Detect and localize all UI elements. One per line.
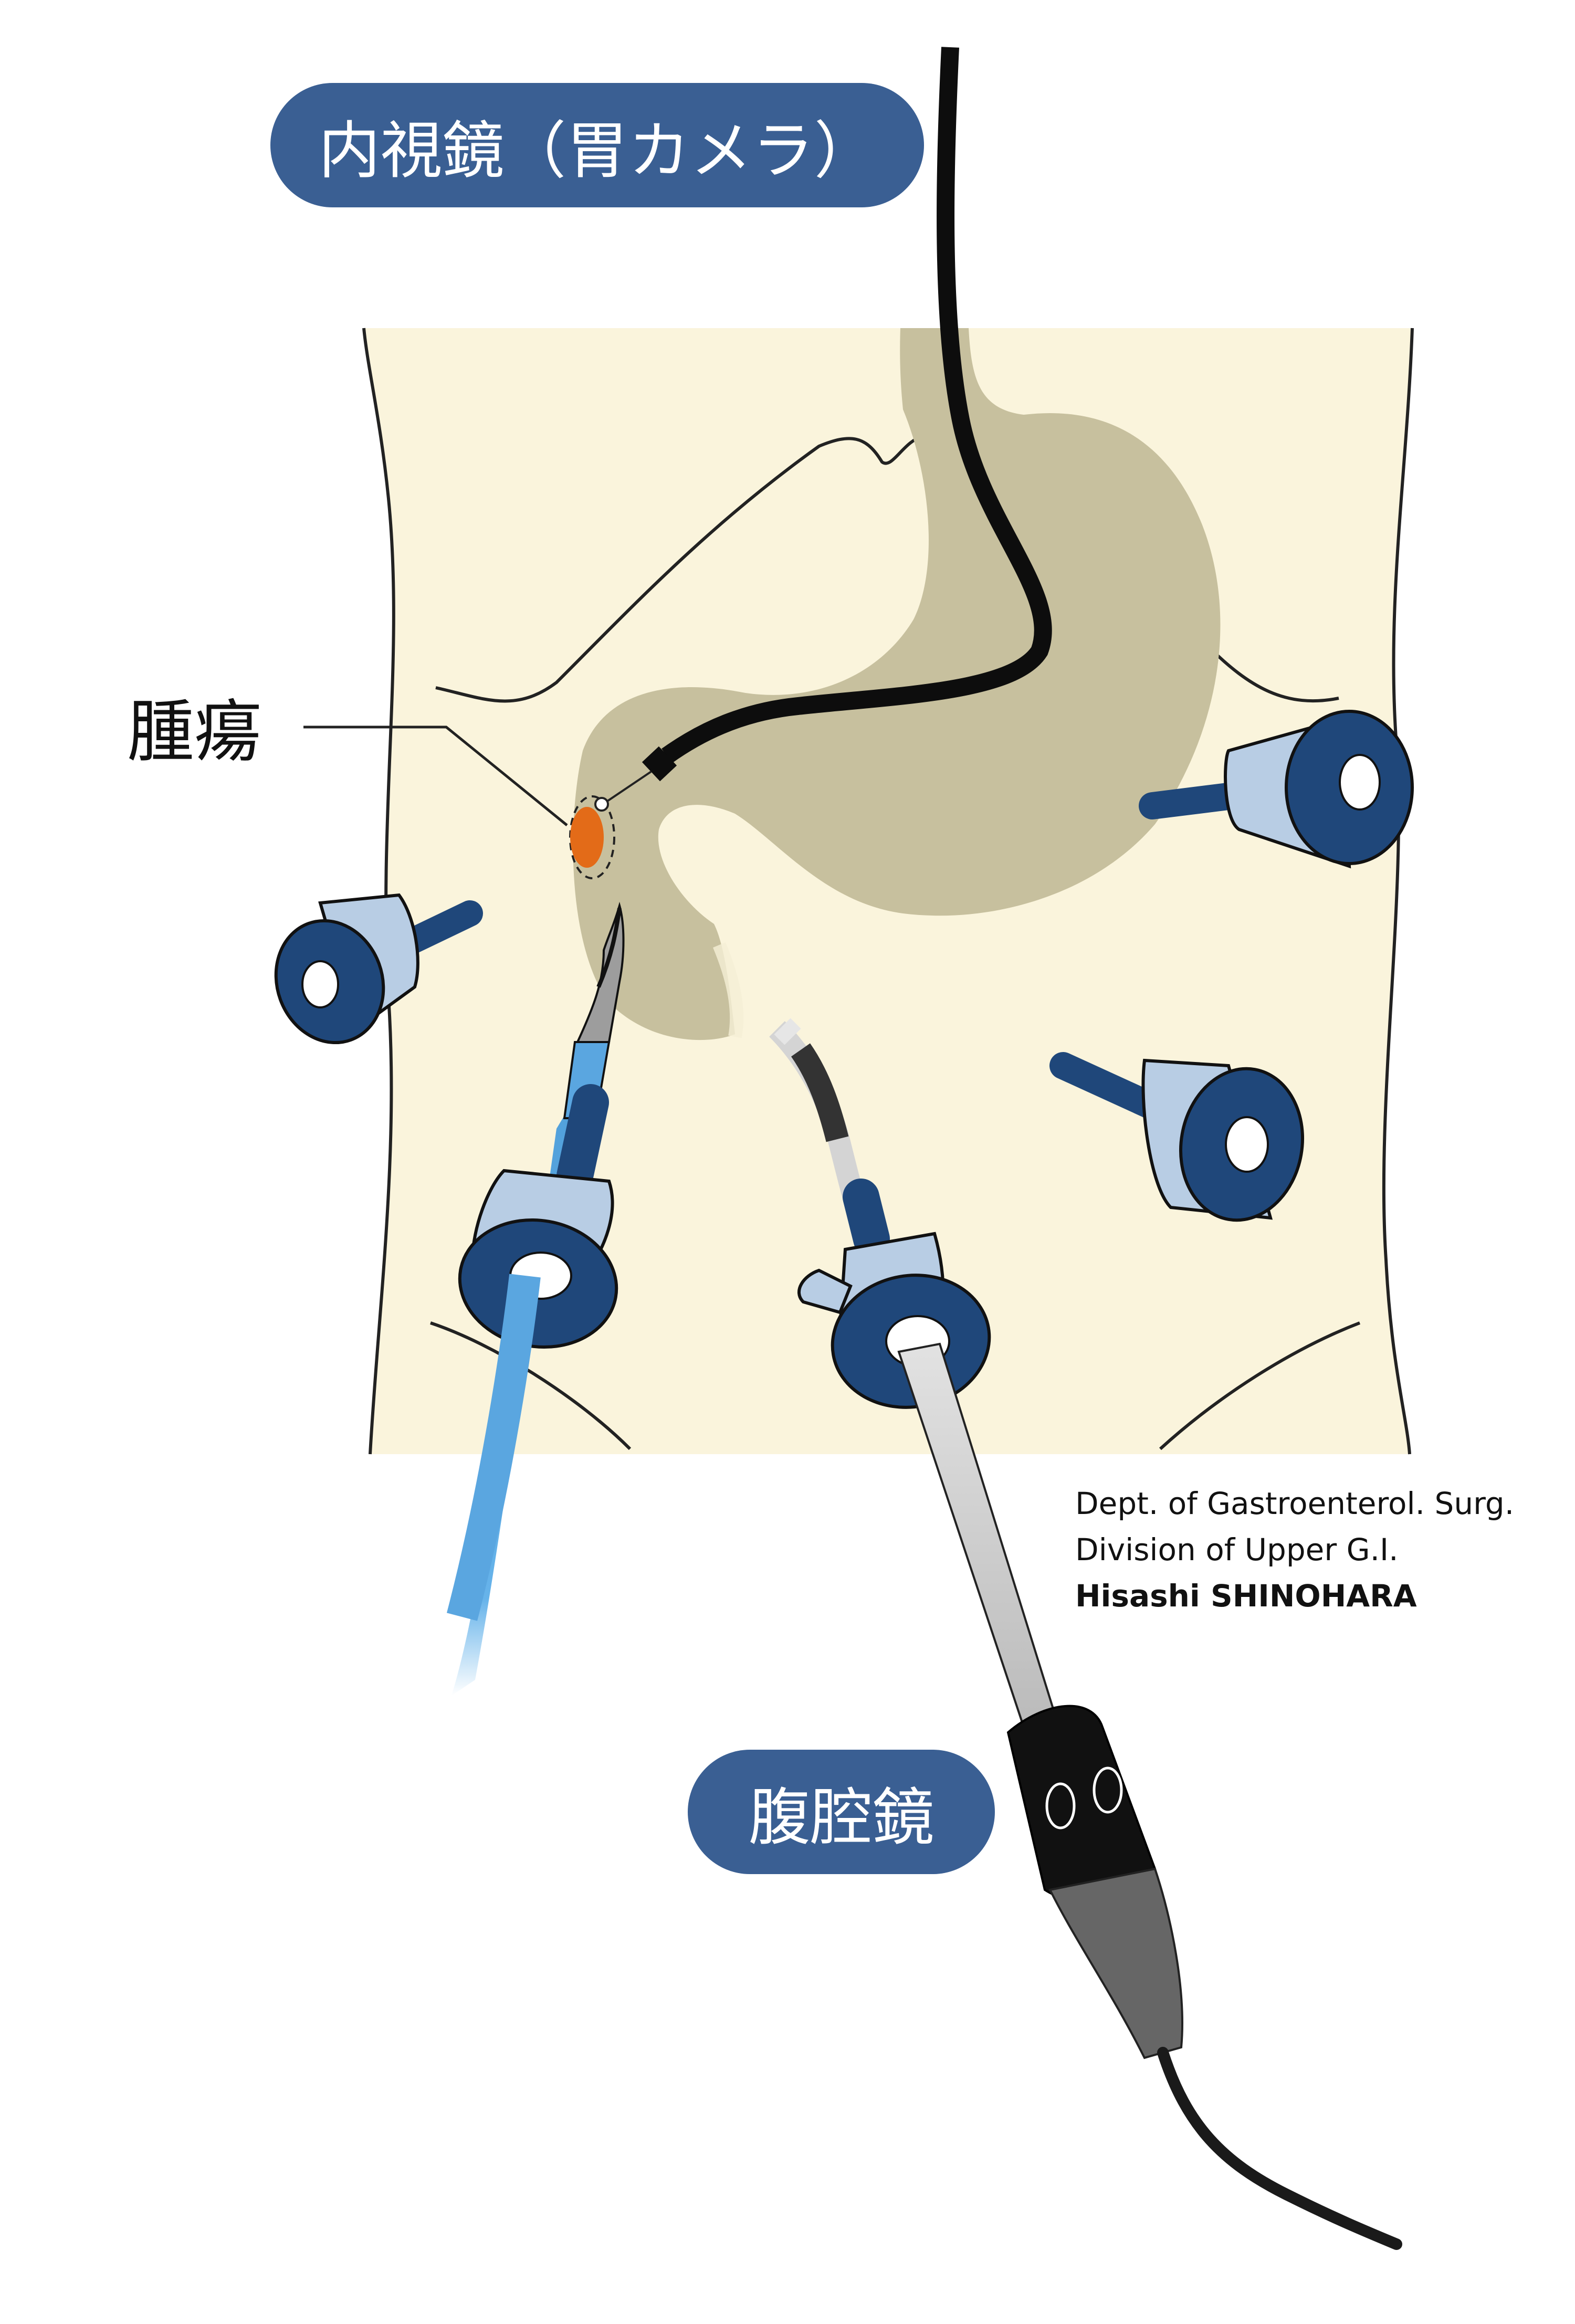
trocar-center-left: [446, 1169, 618, 1621]
tumor-label: 腫瘍: [127, 693, 262, 771]
endoscope-tip: [642, 746, 677, 782]
endoscope-snare-knob: [594, 797, 609, 812]
lower-contour-left: [430, 1321, 632, 1450]
stomach-antrum-fade: [712, 942, 744, 1038]
credit-division: Division of Upper G.I.: [1075, 1532, 1399, 1568]
credit-author: Hisashi SHINOHARA: [1075, 1578, 1417, 1614]
author-credit: Dept. of Gastroenterol. Surg. Division o…: [1075, 1480, 1514, 1619]
tumor: [570, 807, 604, 868]
endoscope-cable: [662, 47, 1052, 763]
laparoscope: [769, 1018, 1402, 2250]
tumor-leader-line: [303, 725, 568, 826]
credit-department: Dept. of Gastroenterol. Surg.: [1075, 1486, 1515, 1521]
torso-right-contour: [1382, 328, 1414, 1455]
lower-contour-right: [1159, 1321, 1361, 1450]
endoscope-label: 内視鏡（胃カメラ）: [270, 83, 924, 207]
trocar-lower-right: [1049, 1052, 1305, 1222]
laparoscope-label: 腹腔鏡: [688, 1750, 995, 1874]
torso-left-contour: [362, 328, 395, 1455]
trocar-left: [274, 893, 483, 1045]
trocar-upper-right: [1139, 710, 1414, 869]
stomach: [573, 328, 1221, 1040]
endoscope-snare-wire: [602, 771, 652, 805]
